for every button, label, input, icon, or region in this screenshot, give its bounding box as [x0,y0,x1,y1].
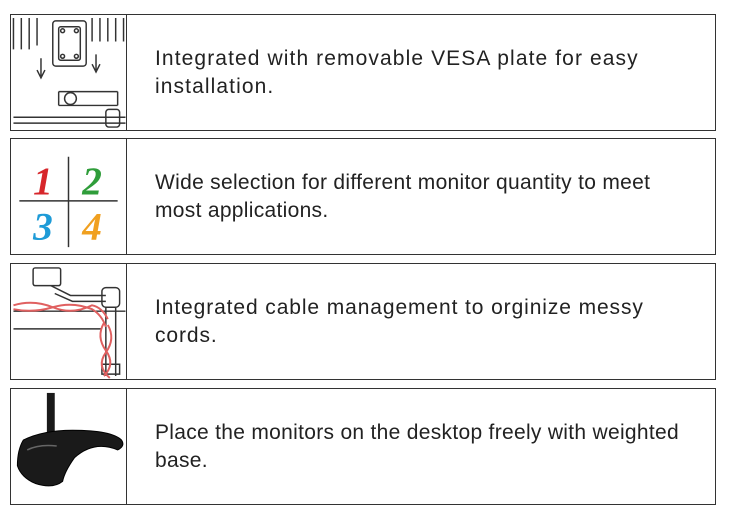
feature-text: Place the monitors on the desktop freely… [155,420,679,472]
cable-management-icon [11,264,127,379]
feature-card-vesa: Integrated with removable VESA plate for… [10,14,716,131]
weighted-base-icon [11,389,127,504]
grid-number-3: 3 [32,204,53,248]
grid-number-2: 2 [81,159,102,203]
feature-card-quantity: 1 2 3 4 Wide selection for different mon… [10,138,716,255]
grid-number-1: 1 [33,159,53,203]
feature-text: Integrated with removable VESA plate for… [155,46,639,98]
monitor-quantity-grid-icon: 1 2 3 4 [11,139,127,254]
feature-card-cable: Integrated cable management to orginize … [10,263,716,380]
vesa-plate-icon [11,15,127,130]
feature-card-base: Place the monitors on the desktop freely… [10,388,716,505]
feature-text: Integrated cable management to orginize … [155,295,644,347]
feature-text: Wide selection for different monitor qua… [155,170,651,222]
grid-number-4: 4 [81,204,102,248]
